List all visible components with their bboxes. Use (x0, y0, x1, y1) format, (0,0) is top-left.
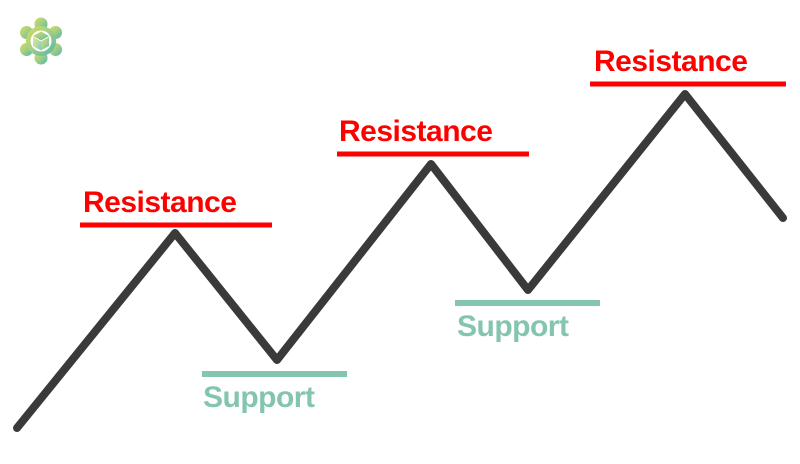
hexagonal-flower-cube-logo (16, 16, 66, 66)
support-label: Support (203, 381, 315, 414)
resistance-label: Resistance (594, 45, 748, 78)
support-line-group (202, 300, 600, 377)
price-line (13, 90, 787, 432)
resistance-line-group (80, 81, 786, 228)
support-label: Support (457, 310, 569, 343)
resistance-label: Resistance (83, 186, 237, 219)
resistance-label: Resistance (339, 115, 493, 148)
